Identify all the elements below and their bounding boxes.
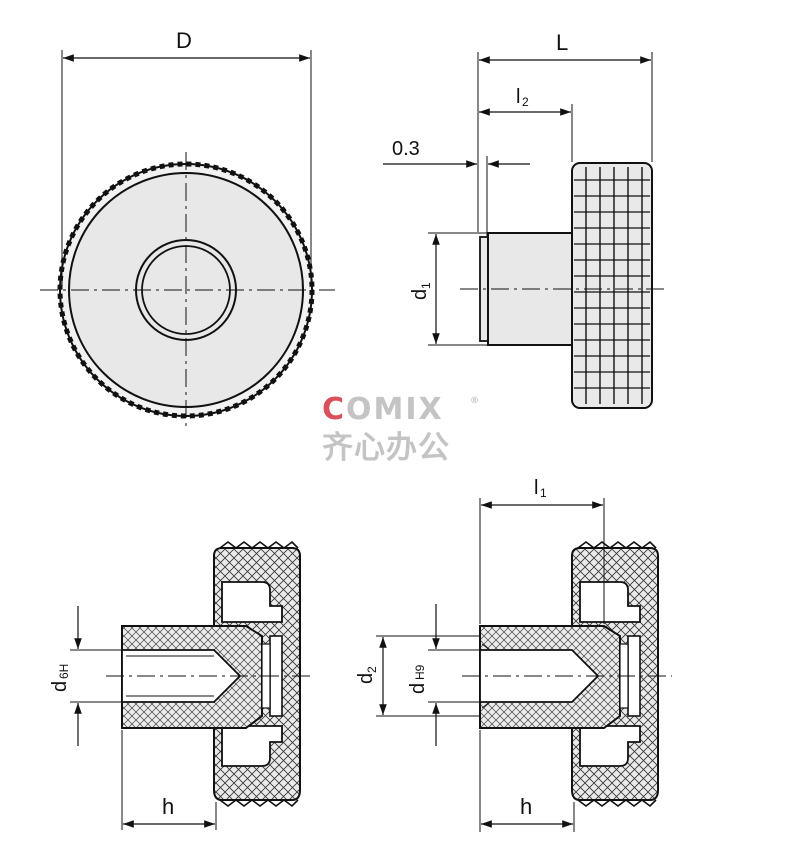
section-left-knurl-teeth-top xyxy=(219,540,299,549)
section-right-bore-chamfer-bottom xyxy=(481,701,491,709)
section-right-knurl-teeth-bottom xyxy=(577,799,657,808)
section-right-knurl-teeth-top xyxy=(577,540,657,549)
side-view-knurled-head xyxy=(571,162,653,409)
dim-h-left-label: h xyxy=(162,794,174,819)
dim-dh9-subscript: H9 xyxy=(413,664,427,680)
watermark-brand-rest: OMIX xyxy=(346,392,444,427)
dim-dh9-label: d xyxy=(407,683,429,694)
front-view: D xyxy=(40,28,335,428)
dim-d1-label: d xyxy=(409,289,431,300)
side-view: L l 2 0.3 d 1 xyxy=(383,30,665,409)
dim-h-right-label: h xyxy=(520,794,532,819)
dim-L-label: L xyxy=(556,30,568,55)
dim-l2-subscript: 2 xyxy=(522,95,529,109)
section-view-left: d 6H h xyxy=(49,540,312,830)
dim-d1-subscript: 1 xyxy=(419,282,433,289)
section-left-cavity-top xyxy=(221,581,283,623)
section-right-bore-chamfer-top xyxy=(481,643,491,651)
dim-offset-label: 0.3 xyxy=(392,138,420,160)
section-right-cavity-bottom xyxy=(579,725,641,767)
dim-d6h-label: d xyxy=(49,681,71,692)
section-view-right: l 1 d 2 d H9 h xyxy=(355,477,672,832)
watermark-chinese: 齐心办公 xyxy=(322,430,450,466)
dim-d2-label: d xyxy=(355,673,377,684)
dim-d2-subscript: 2 xyxy=(365,666,379,673)
dim-d6h-subscript: 6H xyxy=(57,664,71,679)
dim-l1-subscript: 1 xyxy=(540,486,547,500)
dim-D-label: D xyxy=(176,28,192,53)
watermark-brand-c: C xyxy=(322,392,346,427)
watermark-registered: ® xyxy=(470,396,479,406)
section-left-cavity-bottom xyxy=(221,725,283,767)
dim-l2-label: l xyxy=(516,86,520,108)
watermark-brand: COMIX xyxy=(322,392,444,427)
section-right-cavity-top xyxy=(579,581,641,623)
watermark: COMIX ® 齐心办公 xyxy=(322,392,479,466)
dim-l1-label: l xyxy=(534,477,538,499)
section-left-knurl-teeth-bottom xyxy=(219,799,299,808)
